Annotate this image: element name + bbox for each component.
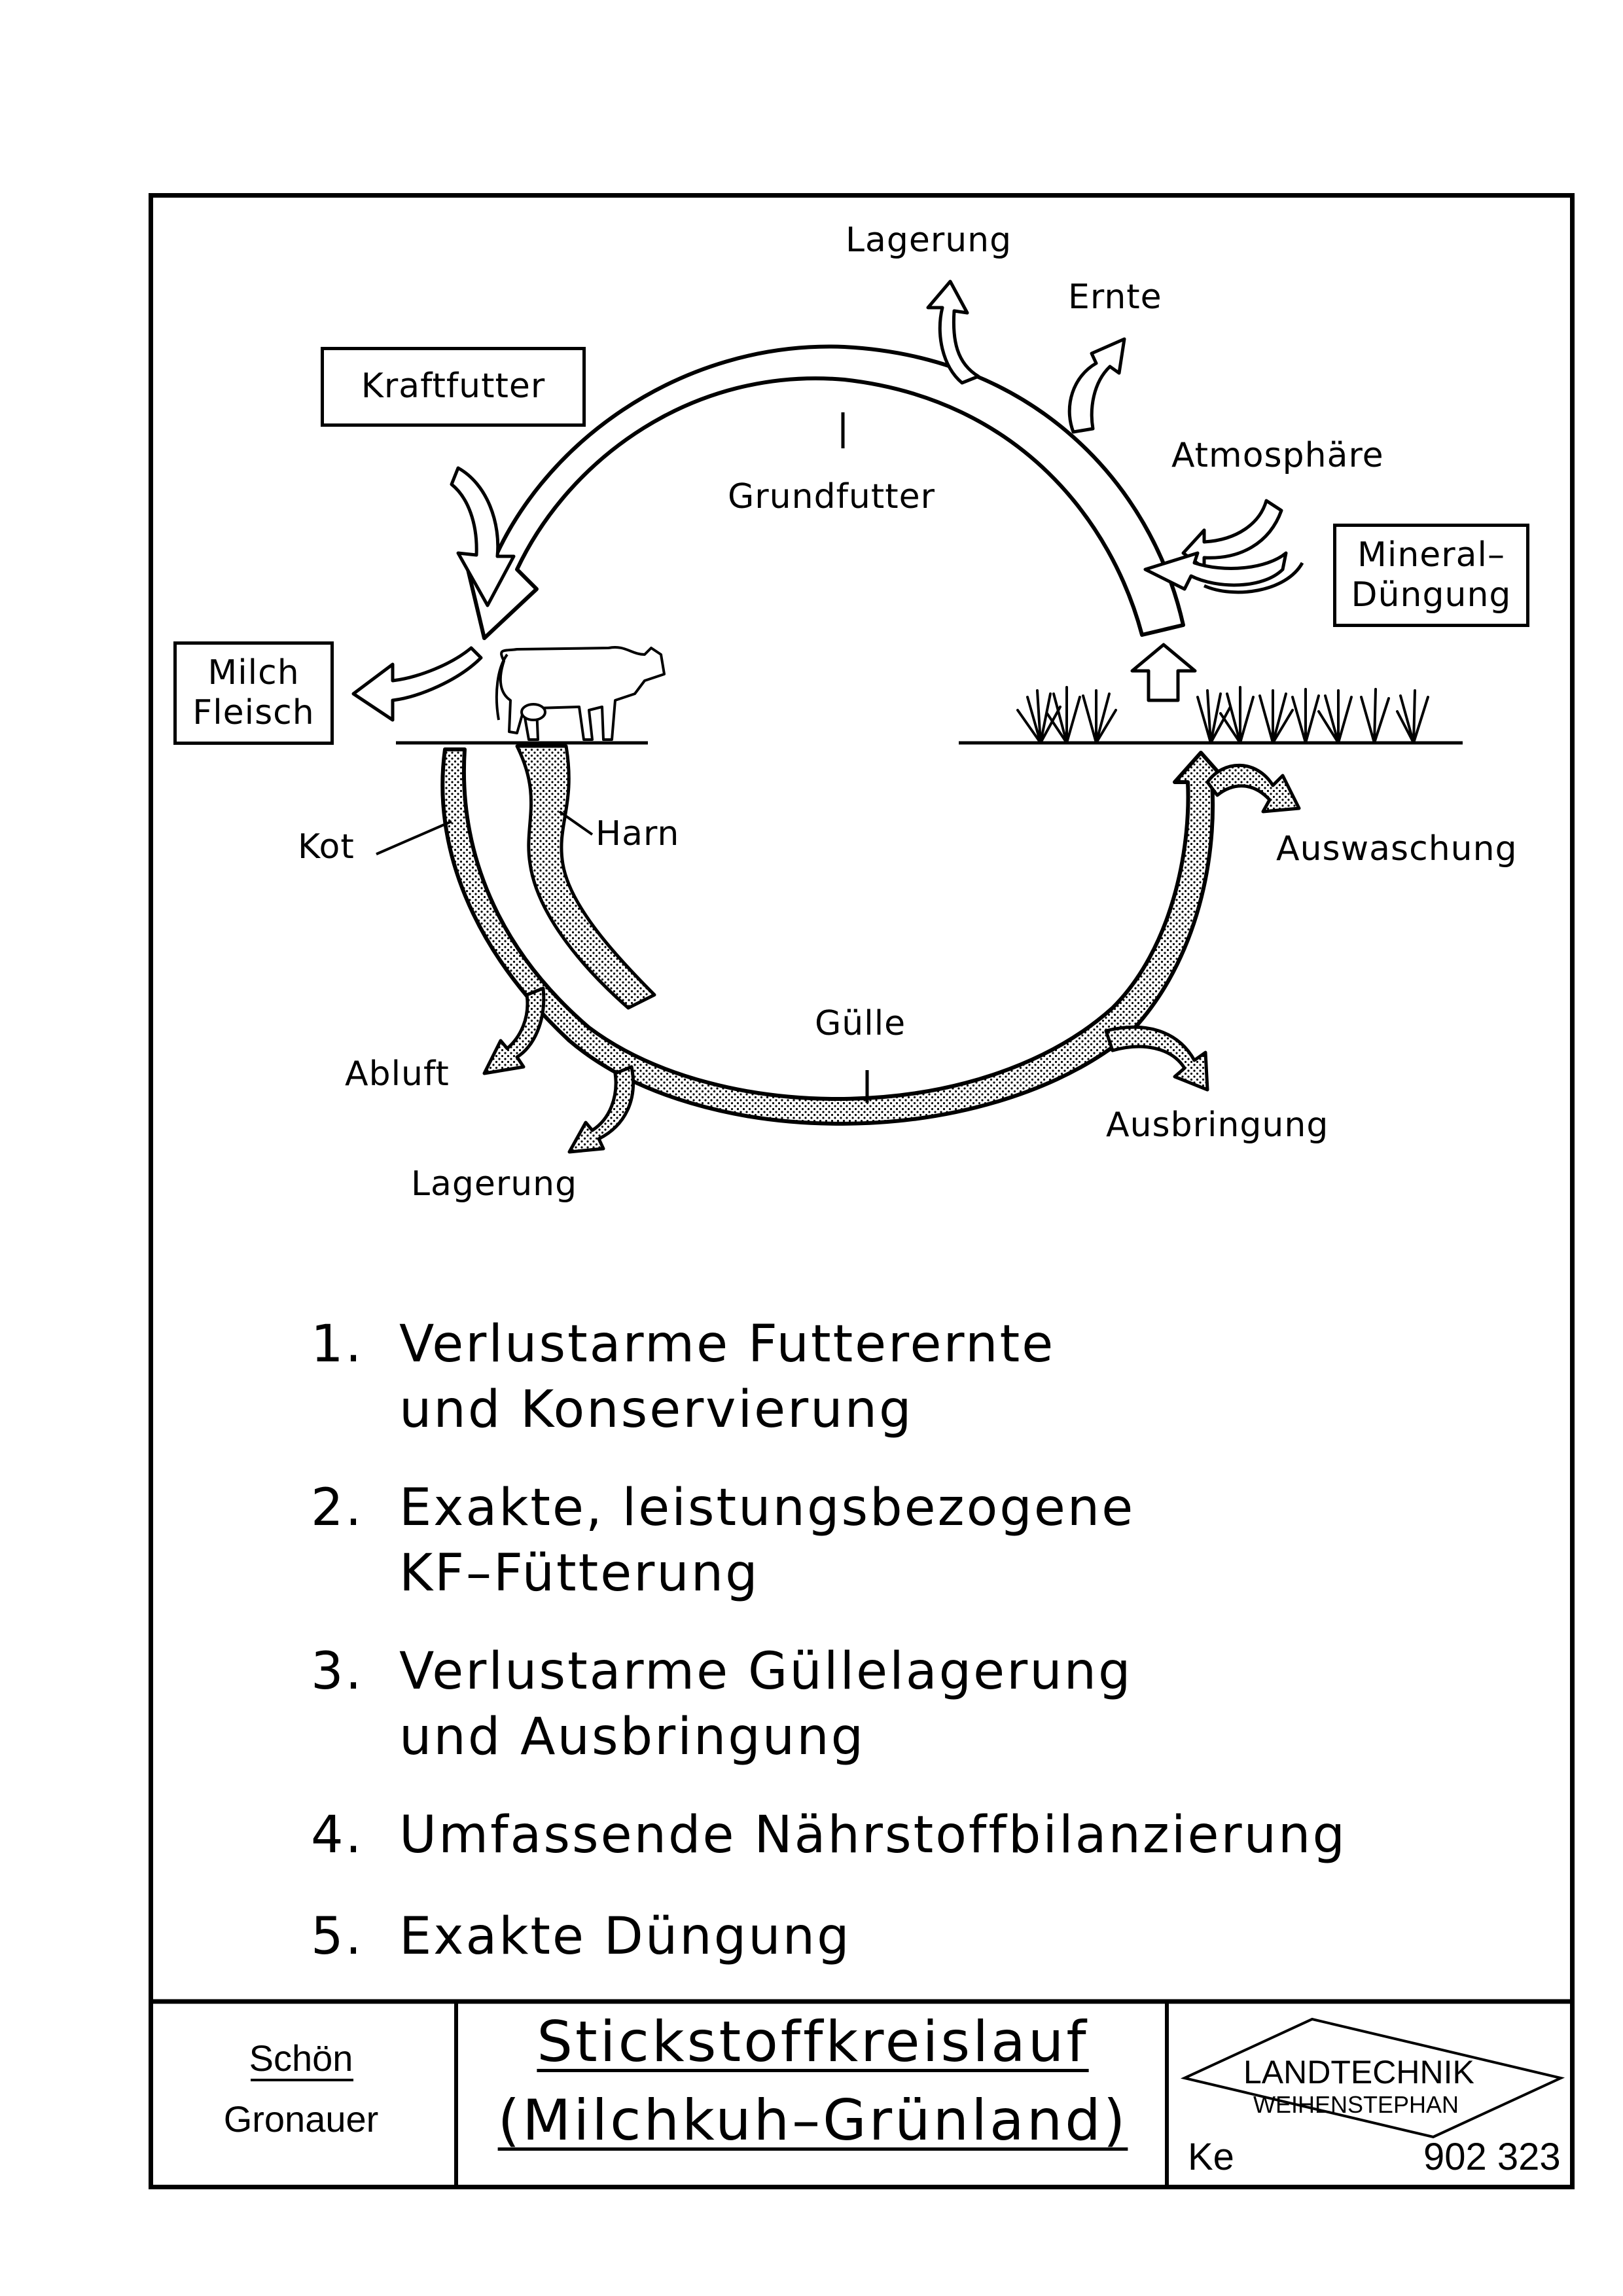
code-number: 902 323 [1423,2136,1561,2178]
label-harn: Harn [596,814,680,853]
label-ausbringung: Ausbringung [1106,1105,1329,1145]
abluft-arrow [482,986,546,1075]
measure-text: Exakte Düngung [399,1907,851,1966]
label-guelle: Gülle [815,1004,906,1043]
measure-item-5: 5. Exakte Düngung [311,1905,851,1970]
measure-text-continued: und Ausbringung [399,1707,866,1767]
label-mineral: Mineral– [1357,535,1505,575]
atmosphaere-arrow [1181,499,1283,570]
label-ernte: Ernte [1068,278,1162,317]
measure-item-2: 2. Exakte, leistungsbezogene KF–Fütterung [311,1476,1135,1607]
lagerung-top-arrow [926,279,980,385]
ernte-arrow [1067,337,1126,434]
label-kot: Kot [298,827,355,867]
measure-number: 2. [311,1479,364,1537]
measure-item-1: 1. Verlustarme Futterernte und Konservier… [311,1312,1055,1443]
title-line-1: Stickstoffkreislauf [537,2009,1089,2075]
label-lagerung-top: Lagerung [846,221,1012,260]
mineral-duengung-box: Mineral– Düngung [1333,524,1529,627]
measure-item-3: 3. Verlustarme Güllelagerung und Ausbring… [311,1640,1133,1770]
logo-line-2: WEIHENSTEPHAN [1253,2091,1459,2118]
label-lagerung-bottom: Lagerung [411,1164,578,1204]
measure-text-continued: und Konservierung [399,1380,914,1439]
kraftfutter-box: Kraftfutter [321,347,586,427]
kraftfutter-arrow [450,466,516,607]
label-kraftfutter: Kraftfutter [361,367,546,406]
label-grundfutter: Grundfutter [728,477,936,516]
measure-number: 3. [311,1642,364,1701]
measure-number: 4. [311,1806,364,1865]
milch-fleisch-arrow [351,646,483,722]
ausbringung-arrow [1104,1025,1209,1092]
label-duengung: Düngung [1351,575,1512,615]
label-auswaschung: Auswaschung [1276,829,1518,869]
measure-text: Verlustarme Güllelagerung [399,1642,1133,1701]
cow-illustration [495,645,666,741]
measure-text: Exakte, leistungsbezogene [399,1479,1135,1537]
lagerung-bottom-arrow [567,1065,635,1154]
measure-text: Verlustarme Futterernte [399,1315,1056,1374]
mineral-duengung-arrow [1143,551,1288,591]
author-1: Schön [249,2037,353,2079]
outer-frame [149,193,1575,2189]
grass-plants [1016,686,1429,744]
measure-item-4: 4. Umfassende Nährstoffbilanzierung [311,1803,1347,1869]
measure-text-continued: KF–Fütterung [399,1543,760,1603]
code-prefix: Ke [1188,2136,1234,2178]
landtechnik-logo-shape [1180,2017,1565,2139]
label-atmosphaere: Atmosphäre [1171,436,1384,475]
measure-text: Umfassende Nährstoffbilanzierung [399,1806,1347,1865]
logo-line-1: LANDTECHNIK [1243,2054,1474,2090]
label-fleisch: Fleisch [192,693,315,732]
harn-stream [515,744,656,1010]
label-milch: Milch [207,653,300,692]
label-abluft: Abluft [345,1054,450,1094]
measure-number: 5. [311,1907,364,1966]
author-2: Gronauer [223,2098,379,2140]
field-up-arrow [1130,643,1197,702]
measure-number: 1. [311,1315,364,1374]
title-line-2: (Milchkuh–Grünland) [497,2088,1128,2153]
guelle-arrow [440,747,1229,1126]
auswaschung-arrow [1205,763,1301,814]
kot-pointer [376,820,452,855]
harn-pointer [558,810,594,836]
milch-fleisch-box: Milch Fleisch [173,641,334,745]
